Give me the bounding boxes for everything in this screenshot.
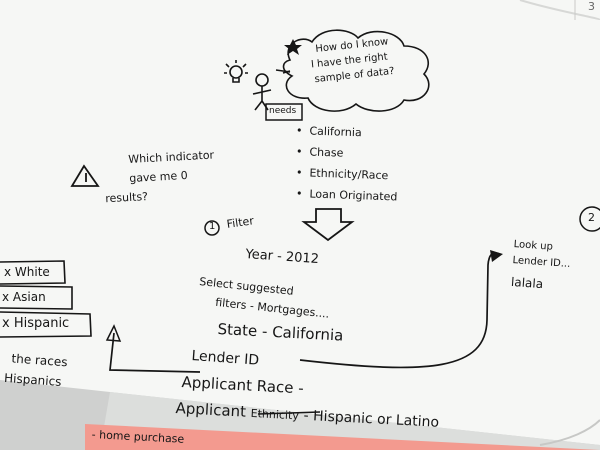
step-two-number: 2 — [588, 211, 595, 224]
lookup-line-3: lalala — [510, 274, 544, 292]
needs-tag-box — [265, 103, 303, 121]
ethnicity-strike — [257, 411, 321, 415]
thought-cloud — [282, 29, 430, 112]
race-note-line-1: the races — [11, 351, 68, 370]
indicator-line-1: Which indicator — [127, 148, 215, 166]
race-note: the races Hispanics — [4, 351, 68, 389]
lightbulb-icon — [224, 60, 248, 83]
corner-page-number: 3 — [588, 0, 595, 13]
needs-tag: needs — [269, 106, 297, 116]
race-connector-line — [109, 332, 201, 373]
needs-item-loan: • Loan Originated — [295, 187, 398, 204]
lookup-note: Look up Lender ID... lalala — [510, 239, 572, 292]
star-icon — [284, 39, 302, 55]
needs-item-california: • California — [295, 124, 362, 140]
lookup-line-2: Lender ID... — [512, 254, 571, 270]
step-two-circle — [579, 206, 600, 232]
down-arrow-icon — [301, 208, 355, 242]
needs-item-chase: • Chase — [295, 145, 344, 160]
race-arrowhead — [105, 324, 122, 342]
step-one-title: Filter — [225, 214, 255, 231]
race-checkbox-stack — [0, 260, 92, 338]
page-curl-line — [539, 419, 600, 446]
indicator-question: Which indicator gave me 0 results? — [105, 148, 216, 206]
warning-icon — [70, 164, 100, 187]
indicator-line-2: gave me 0 — [128, 168, 189, 185]
sticky-note — [85, 424, 600, 450]
step-one-number: 1 — [209, 221, 216, 232]
needs-list: • California • Chase • Ethnicity/Race • … — [295, 124, 398, 204]
lookup-arrowhead — [490, 250, 503, 262]
needs-item-ethnicity: • Ethnicity/Race — [295, 166, 389, 183]
ethnicity-label: Applicant — [175, 399, 247, 421]
race-box-asian: x Asian — [2, 290, 46, 304]
step-one-circle — [204, 220, 220, 236]
race-box-hispanic: x Hispanic — [2, 316, 70, 331]
ethnicity-struck: Ethnicity — [250, 406, 300, 423]
thought-bubble-text: How do I know I have the right sample of… — [310, 36, 394, 85]
race-box-white: x White — [4, 265, 50, 279]
